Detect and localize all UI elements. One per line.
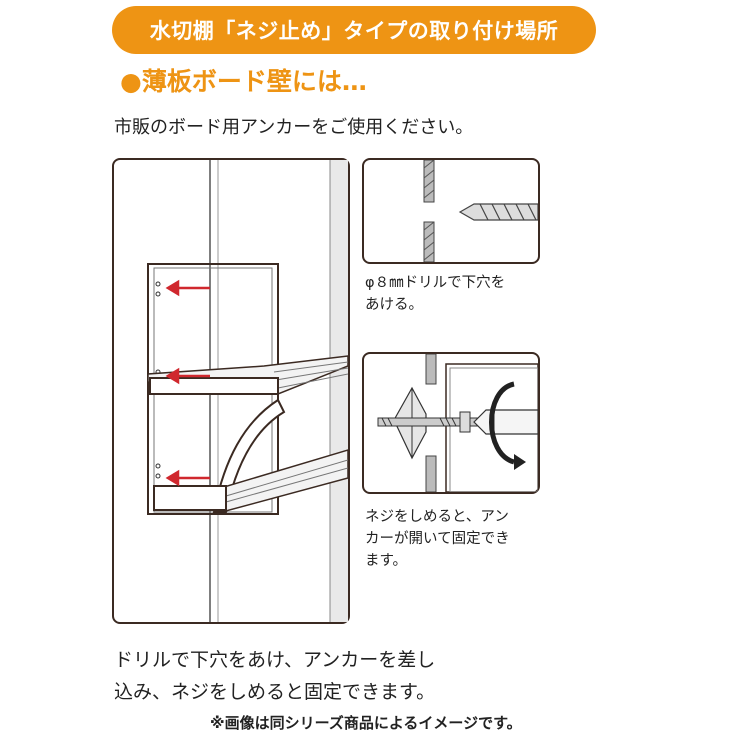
instruction-line: 込み、ネジをしめると固定できます。 (114, 681, 436, 703)
image-note: ※画像は同シリーズ商品によるイメージです。 (210, 714, 522, 732)
caption-line: あける。 (365, 297, 423, 313)
anchor-detail-illustration (362, 352, 540, 494)
caption-line: ます。 (365, 553, 408, 569)
drill-detail-illustration (362, 158, 540, 264)
instruction-line: ドリルで下穴をあけ、アンカーを差し (114, 649, 436, 671)
title-text: 水切棚「ネジ止め」タイプの取り付け場所 (149, 19, 559, 43)
drill-step-caption: φ８㎜ドリルで下穴を あける。 (365, 272, 555, 316)
title-banner: 水切棚「ネジ止め」タイプの取り付け場所 (112, 6, 596, 54)
instructions-text: ドリルで下穴をあけ、アンカーを差し 込み、ネジをしめると固定できます。 (114, 644, 574, 708)
anchor-drawing (377, 354, 538, 492)
intro-text: 市販のボード用アンカーをご使用ください。 (114, 117, 474, 138)
caption-line: カーが開いて固定でき (365, 531, 510, 547)
anchor-step-caption: ネジをしめると、アン カーが開いて固定でき ます。 (365, 506, 565, 572)
drill-drawing (423, 160, 538, 262)
section-heading: ●薄板ボード壁には… (120, 67, 367, 96)
caption-line: ネジをしめると、アン (365, 509, 509, 525)
shelf-drawing (147, 160, 348, 622)
caption-line: φ８㎜ドリルで下穴を (365, 275, 506, 291)
shelf-illustration (112, 158, 350, 624)
